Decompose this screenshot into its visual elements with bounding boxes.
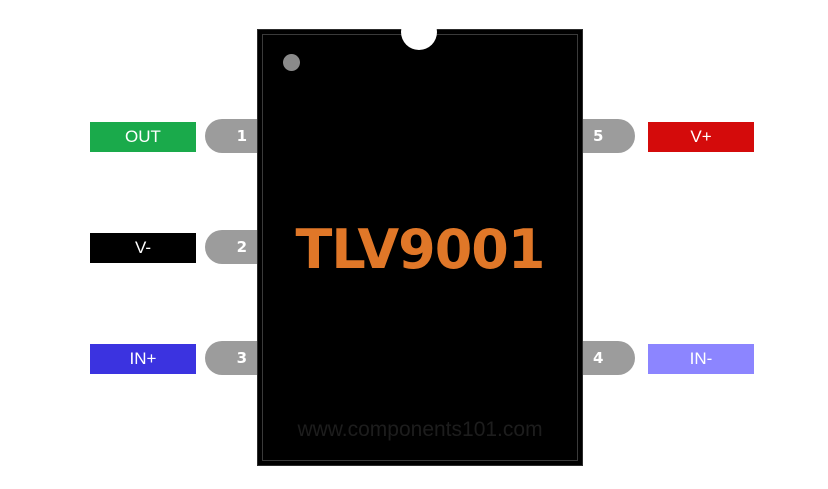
pin-3-label: IN+ bbox=[90, 344, 196, 374]
pin-3-number: 3 bbox=[236, 349, 247, 367]
pin-1-label: OUT bbox=[90, 122, 196, 152]
watermark: www.components101.com bbox=[297, 418, 543, 441]
pin-3-lead: 3 bbox=[205, 341, 257, 375]
pin-1-number: 1 bbox=[236, 127, 247, 145]
pin-2-label: V- bbox=[90, 233, 196, 263]
pin-5-label: V+ bbox=[648, 122, 754, 152]
pin-5-lead: 5 bbox=[583, 119, 635, 153]
pin-2-lead: 2 bbox=[205, 230, 257, 264]
orientation-notch bbox=[401, 14, 437, 50]
pin1-indicator-dot bbox=[283, 54, 300, 71]
part-number: TLV9001 bbox=[295, 218, 546, 281]
pin-4-number: 4 bbox=[593, 349, 604, 367]
pin-4-label: IN- bbox=[648, 344, 754, 374]
pin-4-lead: 4 bbox=[583, 341, 635, 375]
pin-2-number: 2 bbox=[236, 238, 247, 256]
ic-package-body bbox=[257, 29, 583, 466]
pin-1-lead: 1 bbox=[205, 119, 257, 153]
pin-5-number: 5 bbox=[593, 127, 604, 145]
